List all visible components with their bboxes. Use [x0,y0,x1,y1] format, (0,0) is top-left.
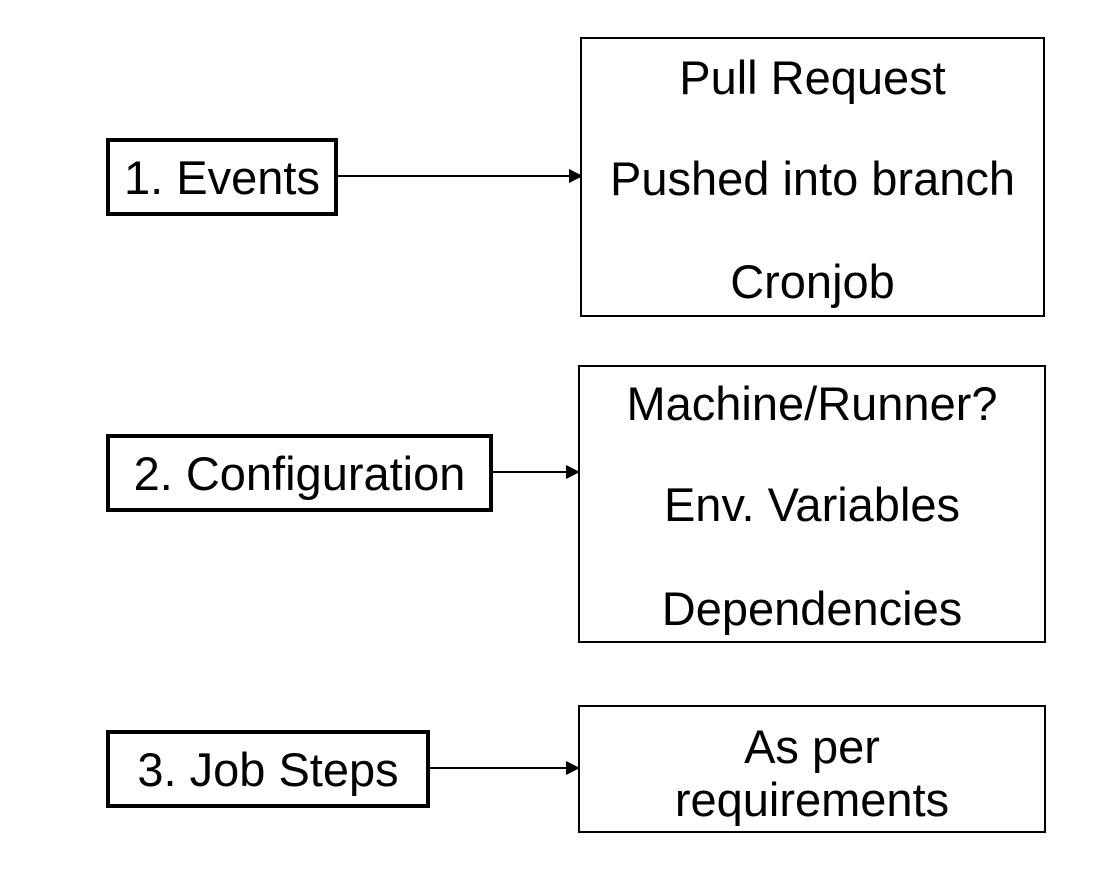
stage-2-box: 2. Configuration [106,434,493,512]
arrowhead-icon [569,169,583,183]
arrowhead-icon [566,465,580,479]
stage-1-box: 1. Events [106,138,338,216]
stage-3-arrow [430,761,580,775]
stage-1-label: 1. Events [124,150,320,204]
stage-1-details-box: Pull Request Pushed into branch Cronjob [580,37,1045,317]
stage-1-detail-1: Pull Request [679,51,946,104]
stage-2-detail-2: Env. Variables [663,478,961,531]
stage-2-label: 2. Configuration [133,446,466,500]
stage-1-arrow [338,169,583,183]
stage-3-label: 3. Job Steps [137,742,399,796]
stage-3-detail-2: requirements [674,773,950,826]
stage-3-box: 3. Job Steps [106,730,430,808]
stage-2-detail-1: Machine/Runner? [626,377,998,430]
stage-3-detail-1: As per [744,720,880,773]
stage-2-detail-3: Dependencies [661,582,963,635]
stage-3-details-box: As per requirements [578,705,1046,833]
stage-1-detail-3: Cronjob [730,255,895,308]
stage-2-details-box: Machine/Runner? Env. Variables Dependenc… [578,365,1046,643]
stage-1-detail-2: Pushed into branch [609,152,1015,205]
arrowhead-icon [566,761,580,775]
stage-2-arrow [493,465,580,479]
